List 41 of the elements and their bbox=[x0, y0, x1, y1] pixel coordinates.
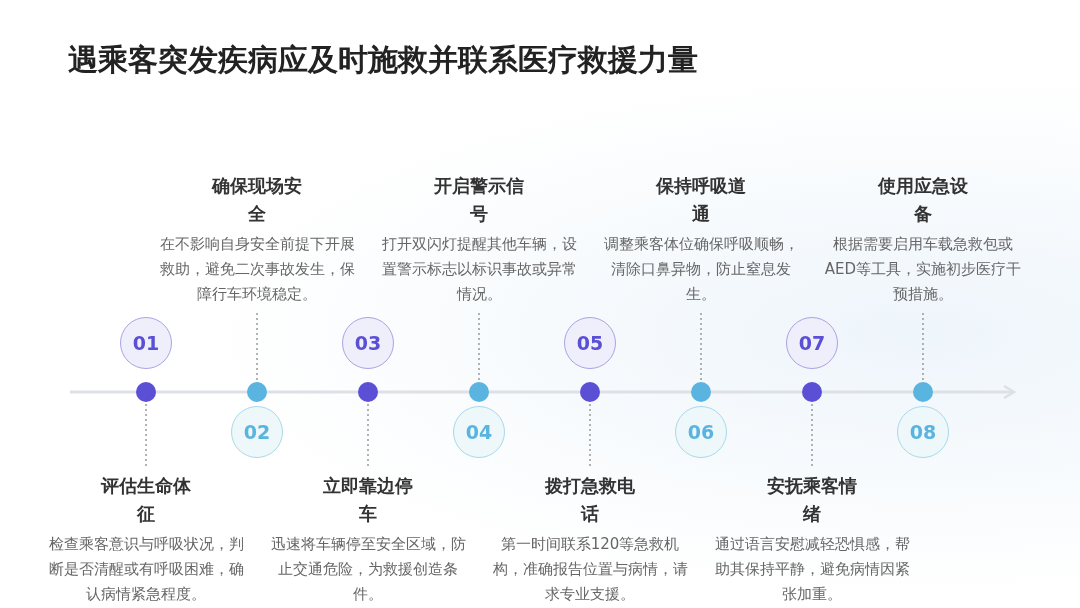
timeline-dot bbox=[580, 382, 600, 402]
timeline-dot bbox=[469, 382, 489, 402]
step-heading: 使用应急设备 bbox=[876, 174, 969, 226]
step-description: 调整乘客体位确保呼吸顺畅，清除口鼻异物，防止窒息发生。 bbox=[602, 234, 800, 305]
step-description: 检查乘客意识与呼吸状况，判断是否清醒或有呼吸困难，确认病情紧急程度。 bbox=[47, 534, 245, 605]
timeline-dot bbox=[691, 382, 711, 402]
dotted-connector bbox=[145, 403, 147, 469]
step-number-circle: 07 bbox=[786, 317, 838, 369]
dotted-connector bbox=[367, 403, 369, 469]
step-description: 迅速将车辆停至安全区域，防止交通危险，为救援创造条件。 bbox=[269, 534, 467, 605]
step-number-circle: 05 bbox=[564, 317, 616, 369]
step-heading: 确保现场安全 bbox=[210, 174, 303, 226]
timeline-dot bbox=[247, 382, 267, 402]
step-number-circle: 08 bbox=[897, 406, 949, 458]
step-number-circle: 03 bbox=[342, 317, 394, 369]
step-description: 根据需要启用车载急救包或AED等工具，实施初步医疗干预措施。 bbox=[823, 234, 1023, 305]
step-description: 在不影响自身安全前提下开展救助，避免二次事故发生，保障行车环境稳定。 bbox=[158, 234, 356, 305]
title: 遇乘客突发疾病应及时施救并联系医疗救援力量 bbox=[68, 41, 698, 79]
step-number-circle: 06 bbox=[675, 406, 727, 458]
dotted-connector bbox=[589, 403, 591, 469]
step-heading: 安抚乘客情绪 bbox=[766, 474, 858, 526]
step-number-circle: 01 bbox=[120, 317, 172, 369]
dotted-connector bbox=[922, 310, 924, 381]
timeline-dot bbox=[913, 382, 933, 402]
dotted-connector bbox=[256, 310, 258, 381]
timeline-dot bbox=[358, 382, 378, 402]
step-description: 打开双闪灯提醒其他车辆，设置警示标志以标识事故或异常情况。 bbox=[380, 234, 578, 305]
step-heading: 保持呼吸道通 bbox=[654, 174, 747, 226]
step-heading: 拨打急救电话 bbox=[544, 474, 636, 526]
step-description: 通过语言安慰减轻恐惧感，帮助其保持平静，避免病情因紧张加重。 bbox=[713, 534, 911, 605]
step-heading: 评估生命体征 bbox=[99, 474, 192, 526]
dotted-connector bbox=[478, 310, 480, 381]
dotted-connector bbox=[811, 403, 813, 469]
timeline-dot bbox=[136, 382, 156, 402]
step-number-circle: 04 bbox=[453, 406, 505, 458]
timeline-dot bbox=[802, 382, 822, 402]
step-number-circle: 02 bbox=[231, 406, 283, 458]
dotted-connector bbox=[700, 310, 702, 381]
step-description: 第一时间联系120等急救机构，准确报告位置与病情，请求专业支援。 bbox=[491, 534, 689, 605]
step-heading: 开启警示信号 bbox=[433, 174, 525, 226]
step-heading: 立即靠边停车 bbox=[322, 474, 414, 526]
